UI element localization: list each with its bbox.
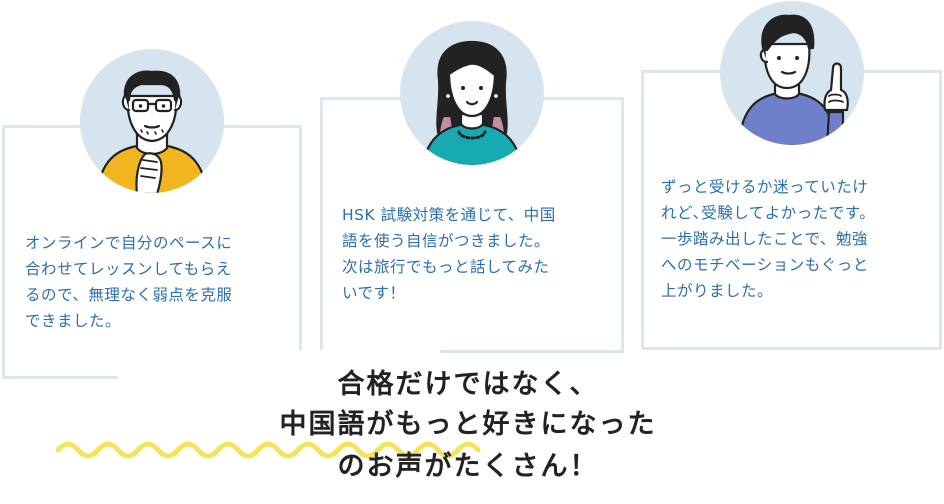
man-glasses-avatar-icon <box>80 49 224 193</box>
wave-underline-icon <box>56 441 481 459</box>
testimonial-quote-2: HSK 試験対策を通じて、中国 語を使う自信がつきました。 次は旅行でもっと話し… <box>342 206 556 302</box>
headline-line-1: 合格だけではなく、 <box>337 369 599 400</box>
woman-avatar-icon <box>400 21 544 165</box>
testimonial-quote-3: ずっと受けるか迷っていたけ れど､受験してよかったです。 一歩踏み出したことで、… <box>661 178 876 300</box>
headline-line-2: 中国語がもっと好きになった <box>279 409 657 440</box>
headline-line-3: のお声がたくさん！ <box>337 451 599 482</box>
man-pointing-avatar-icon <box>720 1 864 145</box>
testimonial-quote-1: オンラインで自分のペースに 合わせてレッスンしてもらえ るので、無理なく弱点を克… <box>25 234 233 330</box>
headline-background <box>118 350 440 390</box>
